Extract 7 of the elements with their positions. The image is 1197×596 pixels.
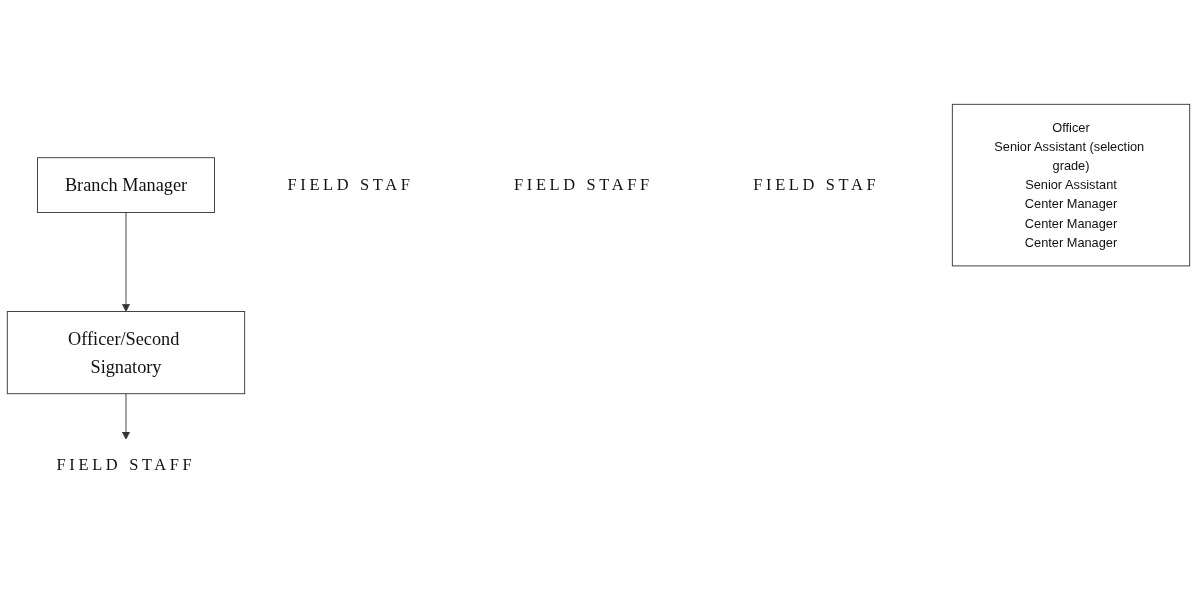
- node-text: FIELD STAF: [753, 175, 880, 194]
- node-box: [37, 157, 215, 214]
- node-box: [6, 311, 246, 395]
- node-box: [951, 104, 1191, 267]
- node-text: FIELD STAFF: [56, 455, 196, 475]
- node-text: FIELD STAF: [287, 175, 414, 194]
- node-text: FIELD STAFF: [513, 175, 653, 194]
